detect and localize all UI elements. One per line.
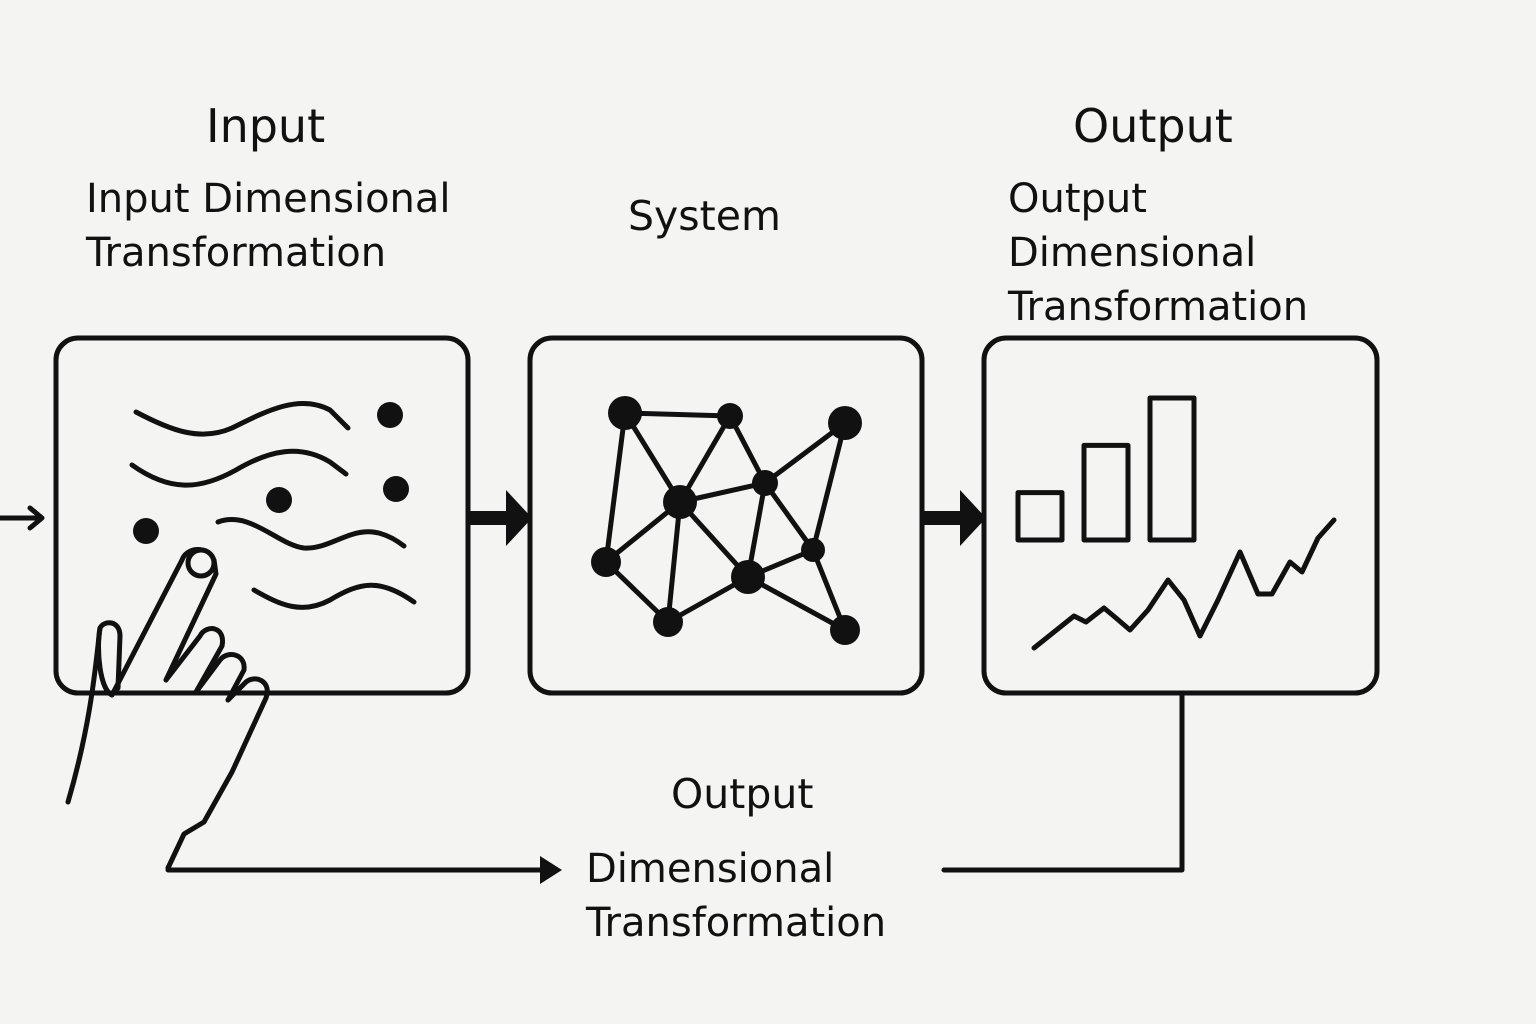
- feedback-subtitle-line-1: Dimensional: [586, 846, 835, 892]
- hand-to-label-arrow: [165, 856, 562, 884]
- system-box: [527, 335, 925, 696]
- feedback-subtitle: Dimensional Transformation: [586, 842, 886, 950]
- input-subtitle-line-1: Input Dimensional: [86, 176, 451, 222]
- feedback-title: Output: [671, 770, 814, 818]
- output-bar-1: [1015, 490, 1065, 543]
- input-subtitle-line-2: Transformation: [86, 230, 387, 276]
- waves-and-dots-icon: [129, 400, 417, 610]
- input-subtitle: Input Dimensional Transformation: [86, 172, 451, 280]
- system-to-output-arrow: [922, 490, 986, 546]
- output-subtitle-line-1: Output: [1008, 176, 1147, 222]
- system-title: System: [628, 192, 781, 240]
- bar-chart-icon: [1015, 395, 1197, 543]
- input-to-system-arrow: [468, 490, 532, 546]
- feedback-connector: [941, 690, 1185, 873]
- output-subtitle-line-3: Transformation: [1008, 284, 1309, 330]
- line-chart-icon: [1031, 517, 1337, 651]
- pointing-hand-icon: [65, 547, 270, 871]
- output-subtitle-line-2: Dimensional: [1008, 230, 1257, 276]
- output-bar-3: [1147, 395, 1197, 543]
- network-graph-icon: [591, 396, 862, 645]
- output-bar-2: [1081, 442, 1131, 543]
- output-title: Output: [1073, 99, 1233, 153]
- output-subtitle: Output Dimensional Transformation: [1008, 172, 1308, 334]
- input-title: Input: [206, 99, 326, 153]
- feedback-subtitle-line-2: Transformation: [586, 900, 887, 946]
- entry-arrow: [0, 505, 45, 531]
